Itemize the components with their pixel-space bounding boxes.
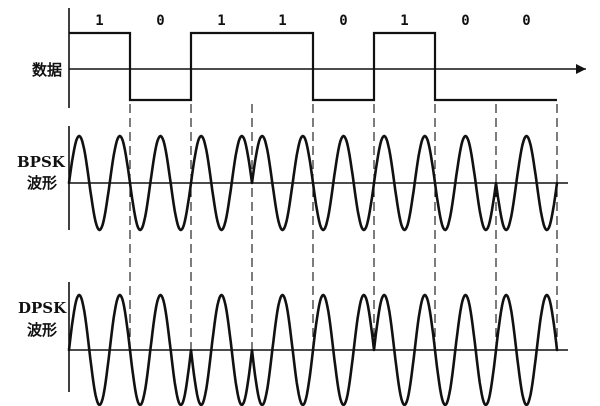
bit-label: 0 [156, 13, 164, 29]
dpsk-waveform [67, 293, 559, 406]
axes [68, 8, 586, 392]
bit-label: 0 [461, 13, 469, 29]
bit-labels: 1 0 1 1 0 1 0 0 [95, 13, 530, 29]
dpsk-label-line2: 波形 [27, 321, 58, 339]
data-x-axis-arrow [576, 64, 586, 74]
bpsk-label-line1: BPSK [17, 153, 65, 171]
dpsk-wave-line [67, 293, 559, 406]
bpsk-label-line2: 波形 [27, 174, 58, 192]
data-label: 数据 [32, 61, 63, 79]
dpsk-label-line1: DPSK [18, 299, 67, 317]
bit-boundary-guides [129, 104, 558, 352]
data-signal [69, 31, 557, 102]
bit-label: 0 [522, 13, 530, 29]
bpsk-waveform [67, 134, 559, 232]
bpsk-wave-line [67, 134, 559, 232]
bit-label: 1 [217, 13, 225, 29]
bit-label: 1 [278, 13, 286, 29]
bit-label: 0 [339, 13, 347, 29]
bit-label: 1 [400, 13, 408, 29]
data-nrz-line [69, 31, 557, 102]
bit-label: 1 [95, 13, 103, 29]
